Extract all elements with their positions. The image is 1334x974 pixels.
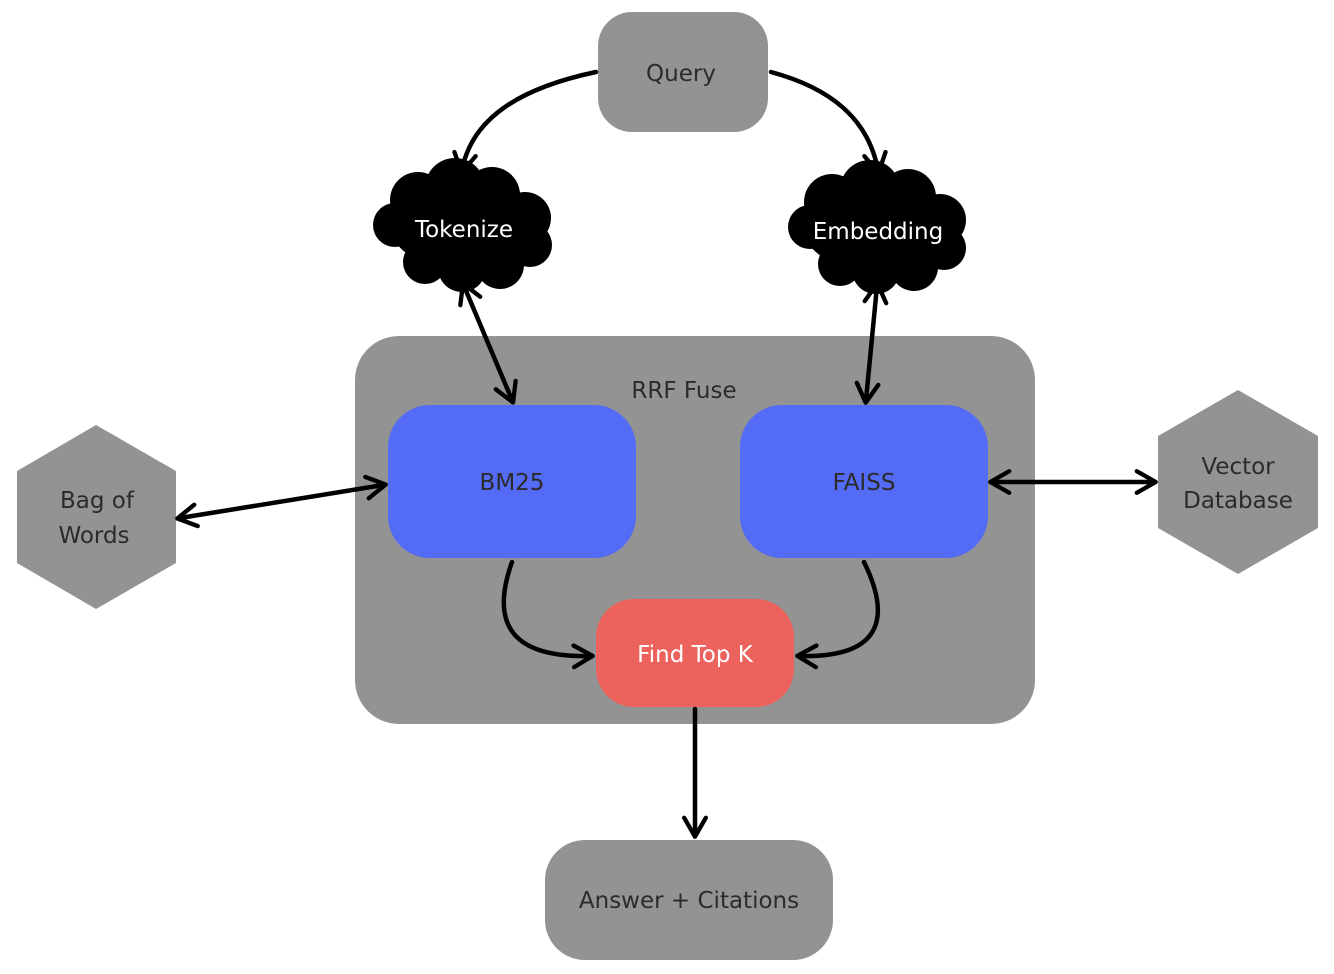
- vector-database-hexagon: [1158, 390, 1318, 574]
- embedding-node[interactable]: Embedding: [788, 160, 966, 294]
- bag-of-words-hexagon: [17, 425, 176, 609]
- bag-of-words-label-line1: Bag of: [60, 488, 135, 514]
- query-box: [598, 12, 768, 132]
- embedding-cloud-shape: [788, 160, 966, 294]
- arrow-tokenize-bm25: [458, 281, 518, 405]
- vector-database-node[interactable]: Vector Database: [1158, 390, 1318, 574]
- faiss-label: FAISS: [833, 470, 896, 496]
- bag-of-words-label-line2: Words: [58, 523, 129, 549]
- find-top-k-box: [596, 599, 794, 707]
- arrow-query-to-tokenize: [452, 69, 599, 175]
- rrf-fuse-label: RRF Fuse: [631, 378, 736, 404]
- answer-citations-box: [545, 840, 833, 960]
- query-node[interactable]: Query: [598, 12, 768, 132]
- query-label: Query: [646, 61, 716, 87]
- vector-database-label-line2: Database: [1183, 488, 1293, 514]
- find-top-k-node[interactable]: Find Top K: [596, 599, 794, 707]
- faiss-node[interactable]: FAISS: [740, 405, 988, 558]
- bag-of-words-node[interactable]: Bag of Words: [17, 425, 176, 609]
- embedding-label: Embedding: [813, 219, 943, 245]
- arrow-embedding-faiss: [854, 281, 889, 405]
- find-top-k-label: Find Top K: [637, 642, 754, 668]
- arrow-bm25-to-find-top-k: [501, 559, 595, 670]
- tokenize-node[interactable]: Tokenize: [373, 158, 552, 292]
- tokenize-label: Tokenize: [414, 217, 513, 243]
- answer-citations-node[interactable]: Answer + Citations: [545, 840, 833, 960]
- bm25-label: BM25: [480, 470, 545, 496]
- faiss-box: [740, 405, 988, 558]
- answer-citations-label: Answer + Citations: [579, 888, 799, 914]
- bm25-node[interactable]: BM25: [388, 405, 636, 558]
- arrow-bag-of-words-bm25: [175, 474, 388, 529]
- arrow-query-to-embedding: [768, 69, 888, 175]
- tokenize-cloud-shape: [373, 158, 552, 292]
- arrow-faiss-to-find-top-k: [795, 559, 881, 670]
- bm25-box: [388, 405, 636, 558]
- vector-database-label-line1: Vector: [1201, 454, 1275, 480]
